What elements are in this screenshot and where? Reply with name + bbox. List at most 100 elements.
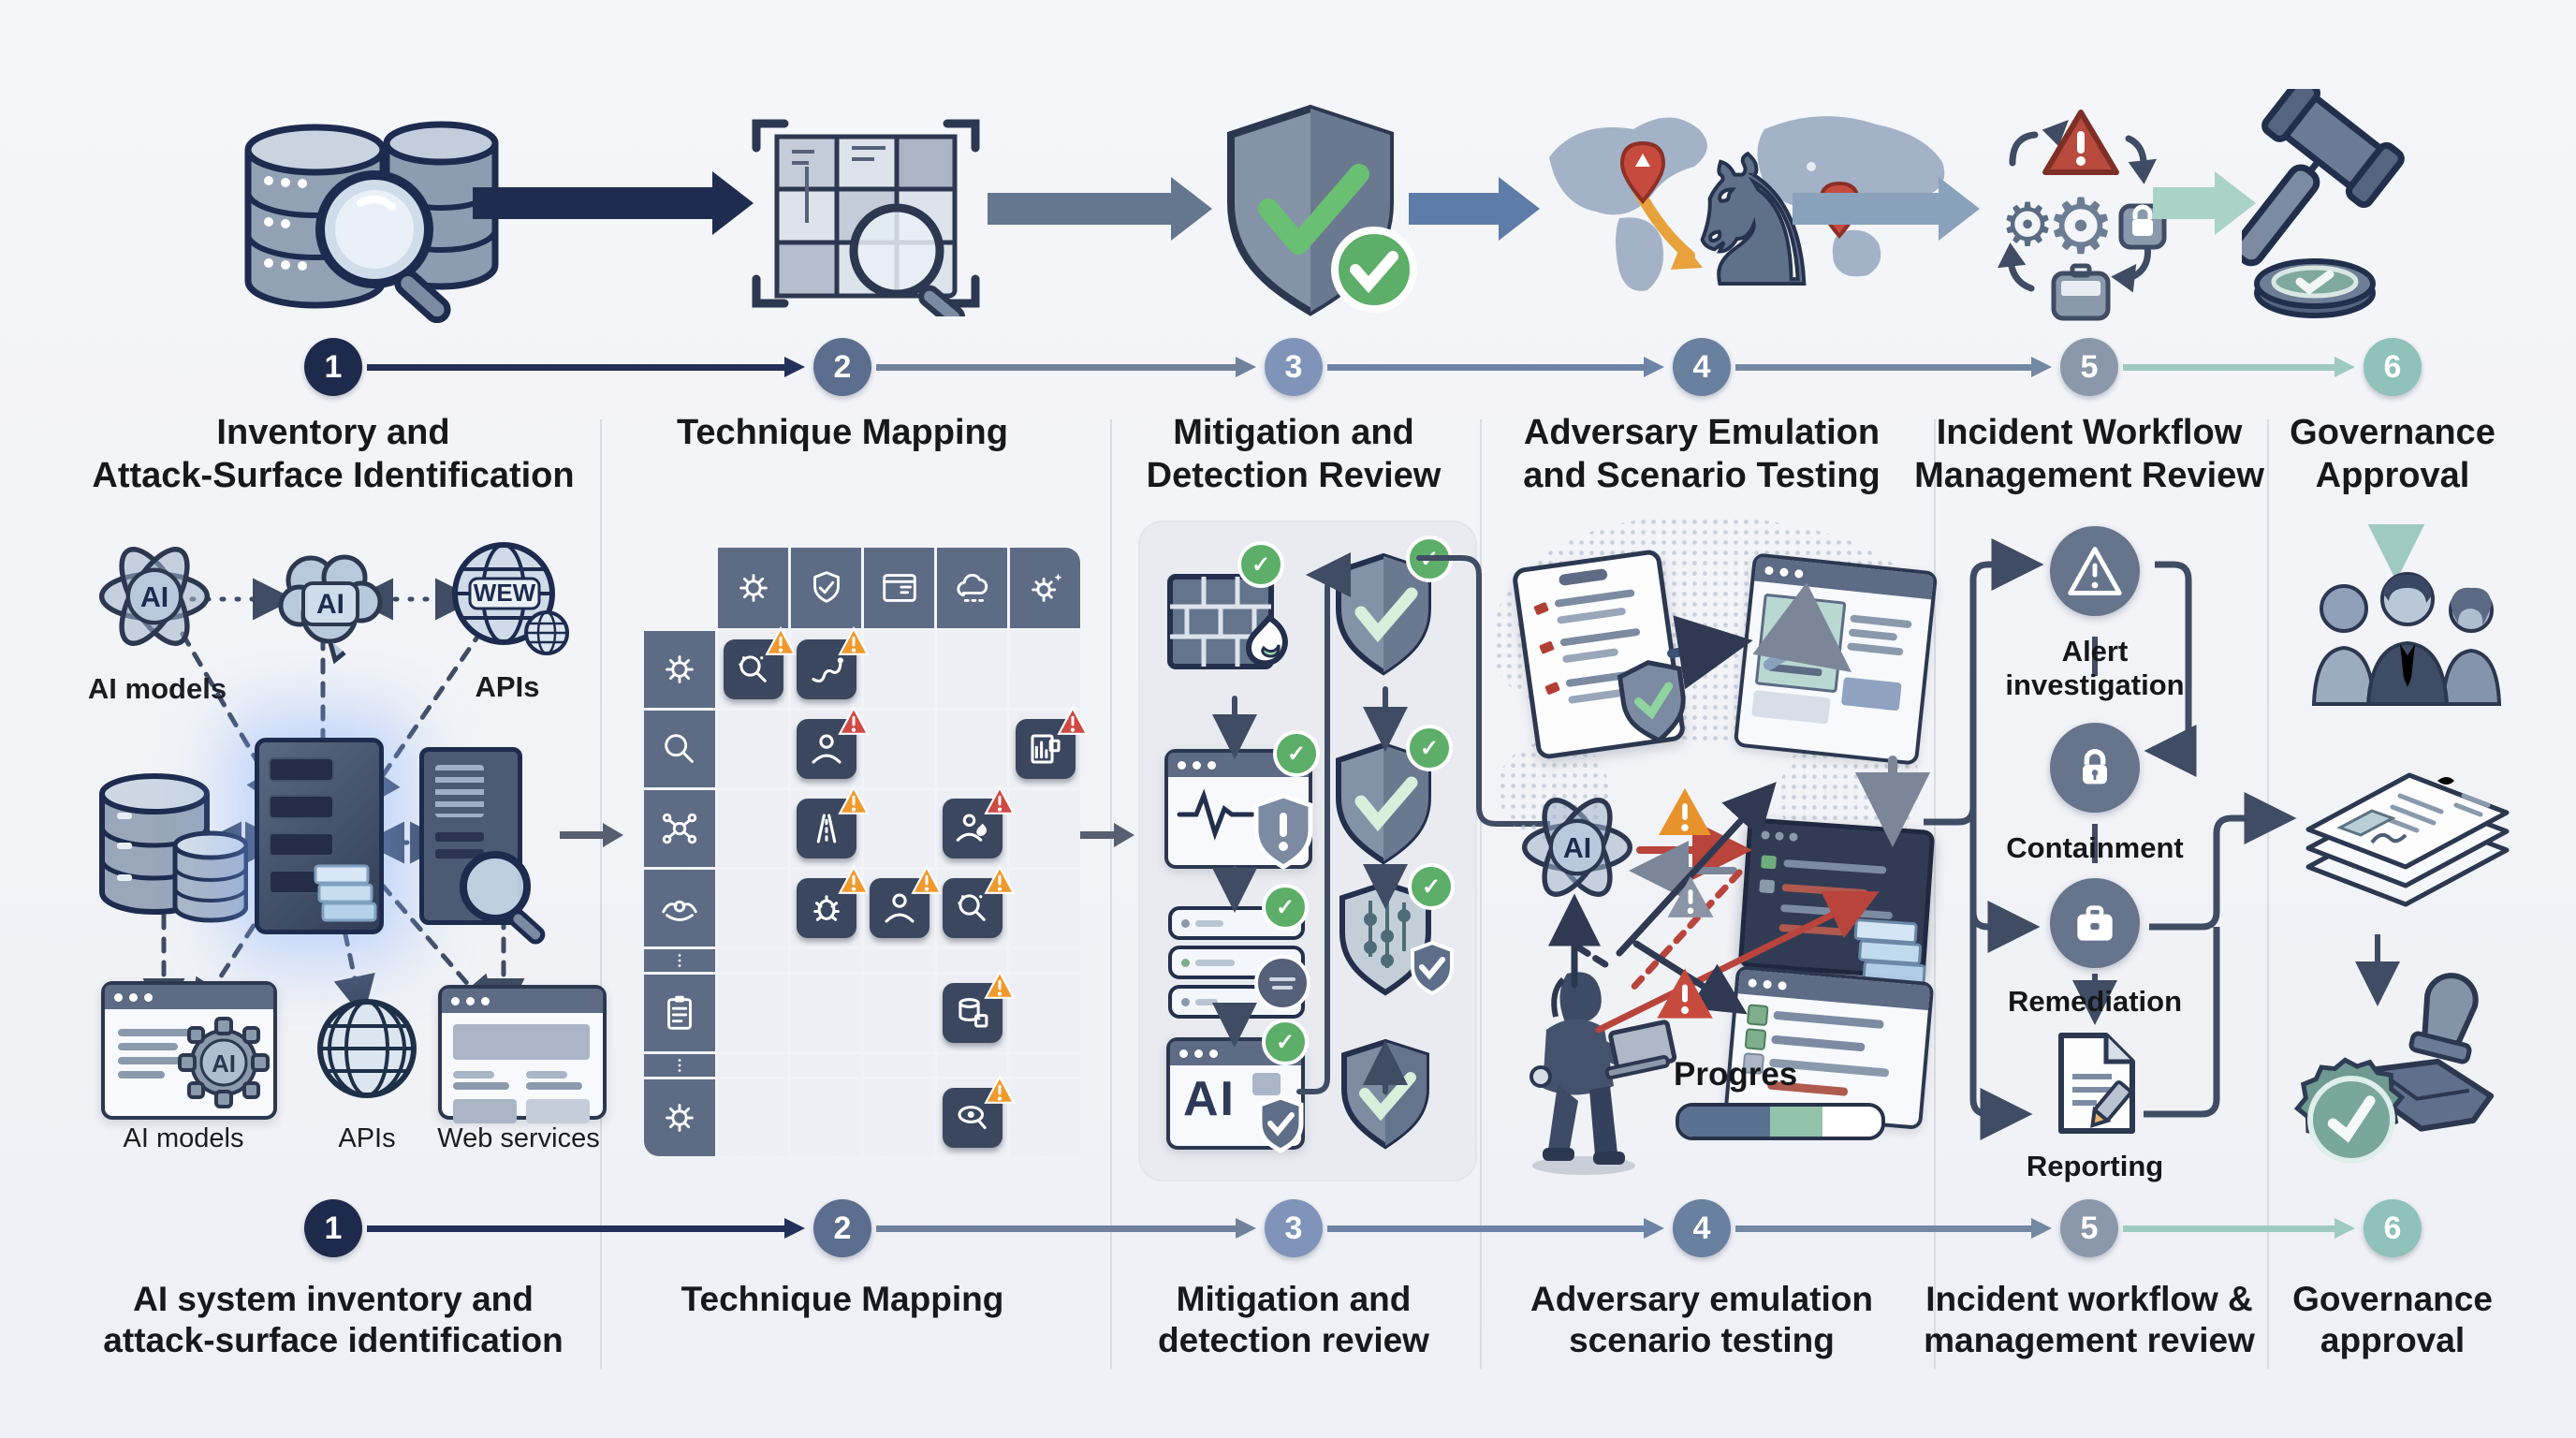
matrix-cell xyxy=(1010,949,1080,972)
step-circle: 4 xyxy=(1673,1199,1731,1257)
web-globe-icon: WEW xyxy=(442,536,573,671)
matrix-cell xyxy=(864,1054,934,1077)
ai-atom-icon: AI xyxy=(1516,786,1638,913)
incident-routing xyxy=(1924,524,2430,1140)
warning-triangle-icon xyxy=(1655,785,1715,844)
step-title: Adversary emulation scenario testing xyxy=(1530,1280,1874,1360)
matrix-cell xyxy=(718,870,788,946)
step-circle: 3 xyxy=(1265,1199,1323,1257)
step-title: Incident Workflow Management Review xyxy=(1914,413,2264,495)
flow-arrow xyxy=(473,171,754,235)
matrix-cell xyxy=(718,711,788,787)
central-server-icon xyxy=(255,738,384,934)
matrix-cell xyxy=(1010,975,1080,1051)
alert-badge-icon xyxy=(837,864,870,895)
matrix-col-header xyxy=(1010,548,1080,628)
stepper-segment xyxy=(2123,1218,2355,1239)
alert-badge-icon xyxy=(983,1074,1016,1105)
matrix-row-header xyxy=(644,1054,715,1077)
svg-text:WEW: WEW xyxy=(474,579,536,607)
flow-arrow xyxy=(2153,171,2256,235)
step-circle: 6 xyxy=(2364,1199,2422,1257)
matrix-cell xyxy=(864,975,934,1051)
api-globe-icon xyxy=(309,990,425,1111)
gavel-icon xyxy=(2232,76,2448,332)
step-circle: 1 xyxy=(304,338,362,396)
matrix-cell xyxy=(1010,1054,1080,1077)
progress-label: Progres xyxy=(1674,1056,1798,1093)
step-circle: 5 xyxy=(2060,1199,2118,1257)
alert-badge-icon xyxy=(837,705,870,736)
monitor-alert-icon: ✓ xyxy=(1164,730,1320,870)
flow-arrow xyxy=(1793,177,1980,241)
gear-icon xyxy=(666,1104,694,1132)
road-icon xyxy=(816,814,836,844)
matrix-technique-tile xyxy=(796,705,870,779)
matrix-cell xyxy=(937,1054,1007,1077)
node-label: AI models xyxy=(87,672,227,705)
step-circle: 1 xyxy=(304,1199,362,1257)
section-arrow xyxy=(1075,823,1134,847)
matrix-cell xyxy=(718,1054,788,1077)
ai-gear-icon: AI xyxy=(178,1017,270,1108)
cube-stack-icon xyxy=(314,864,377,922)
ai-brain-icon: AI xyxy=(264,538,395,674)
scanned-server-icon xyxy=(419,747,546,945)
stepper-segment xyxy=(876,1218,1256,1239)
matrix-technique-tile xyxy=(942,864,1016,938)
matrix-cell xyxy=(791,1054,861,1077)
stepper-segment xyxy=(876,357,1256,377)
hacker-icon xyxy=(1509,964,1677,1184)
step-title: Incident workflow & management review xyxy=(1924,1280,2255,1360)
stepper-segment xyxy=(367,1218,805,1239)
chart-icon xyxy=(1030,734,1061,764)
shield-check-small-icon xyxy=(1617,660,1686,743)
matrix-technique-tile xyxy=(723,625,797,699)
matrix-cell xyxy=(1010,1079,1080,1156)
check-badge: ✓ xyxy=(1273,730,1320,777)
matrix-cell xyxy=(718,949,788,972)
matrix-row-header xyxy=(644,790,715,867)
gear2-icon xyxy=(1031,573,1061,602)
flow-arrow xyxy=(1409,177,1540,241)
gear-icon xyxy=(739,574,768,602)
magnifier-icon xyxy=(315,170,451,324)
matrix-col-header xyxy=(718,548,788,628)
alert-badge-icon xyxy=(983,864,1016,895)
alert-investigation-icon xyxy=(2050,526,2140,616)
matrix-cell xyxy=(864,631,934,708)
step-circle: 3 xyxy=(1265,338,1323,396)
step-circle: 2 xyxy=(813,338,871,396)
approval-stamp-icon xyxy=(2336,957,2552,1177)
briefcase-icon xyxy=(2051,263,2111,321)
stepper-segment xyxy=(1327,357,1664,377)
check-badge: ✓ xyxy=(1237,541,1284,588)
step-title: Governance approval xyxy=(2292,1280,2493,1360)
matrix-cell xyxy=(791,1079,861,1156)
step-title: Inventory and Attack-Surface Identificat… xyxy=(92,413,575,495)
window-icon xyxy=(882,574,916,602)
matrix-technique-tile xyxy=(942,969,1016,1043)
matrix-cell xyxy=(1010,870,1080,946)
column-divider xyxy=(2267,419,2269,1369)
matrix-cell xyxy=(1010,631,1080,708)
incident-step-label: Remediation xyxy=(2007,985,2183,1018)
remediation-icon xyxy=(2050,878,2140,968)
committee-icon xyxy=(2295,562,2520,712)
approval-seal-icon xyxy=(2276,1047,2426,1192)
reporting-icon xyxy=(2044,1028,2147,1145)
incident-step-label: Containment xyxy=(2006,831,2184,864)
person-icon xyxy=(884,893,915,923)
matrix-row-header xyxy=(644,711,715,787)
alert-badge-icon xyxy=(764,625,797,656)
database-audit-icon xyxy=(220,98,520,324)
svg-text:AI: AI xyxy=(212,1049,236,1078)
bug-icon xyxy=(812,895,840,921)
section-arrow xyxy=(560,823,623,847)
stepper-segment xyxy=(1735,1218,2052,1239)
matrix-technique-tile xyxy=(796,864,870,938)
mitigation-connectors xyxy=(1212,552,1550,1094)
matrix-cell xyxy=(718,975,788,1051)
column-divider xyxy=(1934,419,1936,1369)
matrix-row-header xyxy=(644,631,715,708)
